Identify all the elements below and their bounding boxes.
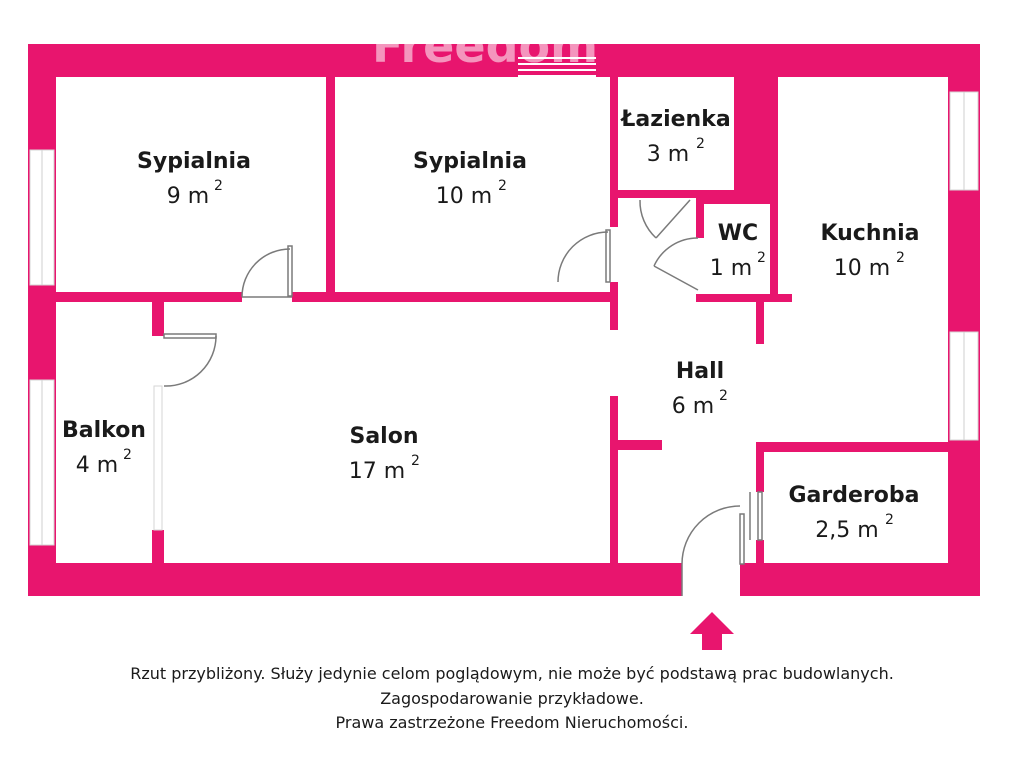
room-sup-sypialnia-left: 2 [214,178,223,194]
room-sup-lazienka: 2 [696,136,705,152]
room-area-wc: 1 m [710,256,752,281]
room-area-sypialnia-mid: 10 m [436,184,492,209]
wall-kitchen-stub [756,296,764,344]
room-sup-garderoba: 2 [885,512,894,528]
window-frames [41,92,965,545]
wall-garderoba-top [756,442,948,452]
footer-furnishing-note: Zagospodarowanie przykładowe. [380,689,644,708]
room-name-sypialnia-mid: Sypialnia [413,149,527,174]
wall-balkon-right-top [152,296,164,336]
room-labels: Sypialnia 9 m 2 Sypialnia 10 m 2 Łazienk… [62,107,920,543]
room-area-sypialnia-left: 9 m [167,184,209,209]
room-name-sypialnia-left: Sypialnia [137,149,251,174]
footer-copyright: Prawa zastrzeżone Freedom Nieruchomości. [335,713,689,732]
room-name-lazienka: Łazienka [620,107,730,132]
room-area-garderoba: 2,5 m [815,518,878,543]
wall-top [28,44,980,77]
wall-wc-bottom [696,294,792,302]
door-balkon [163,333,217,387]
door-entrance [681,505,745,596]
wall-hall-left-lower [610,396,618,564]
door-lazienka [639,199,691,239]
room-area-kuchnia: 10 m [834,256,890,281]
wall-bottom-right [740,563,980,596]
room-name-kuchnia: Kuchnia [820,221,919,246]
room-sup-balkon: 2 [123,447,132,463]
room-area-lazienka: 3 m [647,142,689,167]
arrow-up-icon [690,612,734,650]
wall-garderoba-left-bottom [756,540,764,564]
room-name-hall: Hall [676,359,724,384]
wall-garderoba-left-top [756,442,764,492]
wall-bedroom-divider [326,77,335,295]
wall-bedrooms-bottom-b [292,292,618,302]
footer-disclaimer: Rzut przybliżony. Służy jedynie celom po… [130,664,894,683]
wall-hall-left-upper [610,282,618,330]
door-garderoba [749,491,763,541]
doors [163,199,763,596]
room-name-garderoba: Garderoba [789,483,920,508]
room-sup-sypialnia-mid: 2 [498,178,507,194]
room-name-wc: WC [718,221,758,246]
room-sup-hall: 2 [719,388,728,404]
door-wc [653,237,699,291]
wall-bottom-left [28,563,682,596]
room-name-balkon: Balkon [62,418,146,443]
wall-wc-top [696,196,778,204]
door-bedroom-left [241,245,293,298]
room-area-salon: 17 m [349,459,405,484]
wall-lazienka-bottom [610,190,740,198]
room-area-hall: 6 m [672,394,714,419]
walls [28,44,980,596]
window-balkon-door [153,385,163,531]
room-sup-wc: 2 [757,250,766,266]
room-sup-salon: 2 [411,453,420,469]
wall-wc-right [770,77,778,302]
room-name-salon: Salon [349,424,418,449]
wall-bedrooms-bottom-a [56,292,242,302]
room-area-balkon: 4 m [76,453,118,478]
wall-wc-left [696,196,704,238]
wall-balkon-right-bottom [152,530,164,566]
door-bedroom-mid [557,229,611,283]
wall-hall-stub [610,440,662,450]
wall-lazienka-left [610,77,618,227]
room-sup-kuchnia: 2 [896,250,905,266]
stairs-icon [518,57,596,77]
